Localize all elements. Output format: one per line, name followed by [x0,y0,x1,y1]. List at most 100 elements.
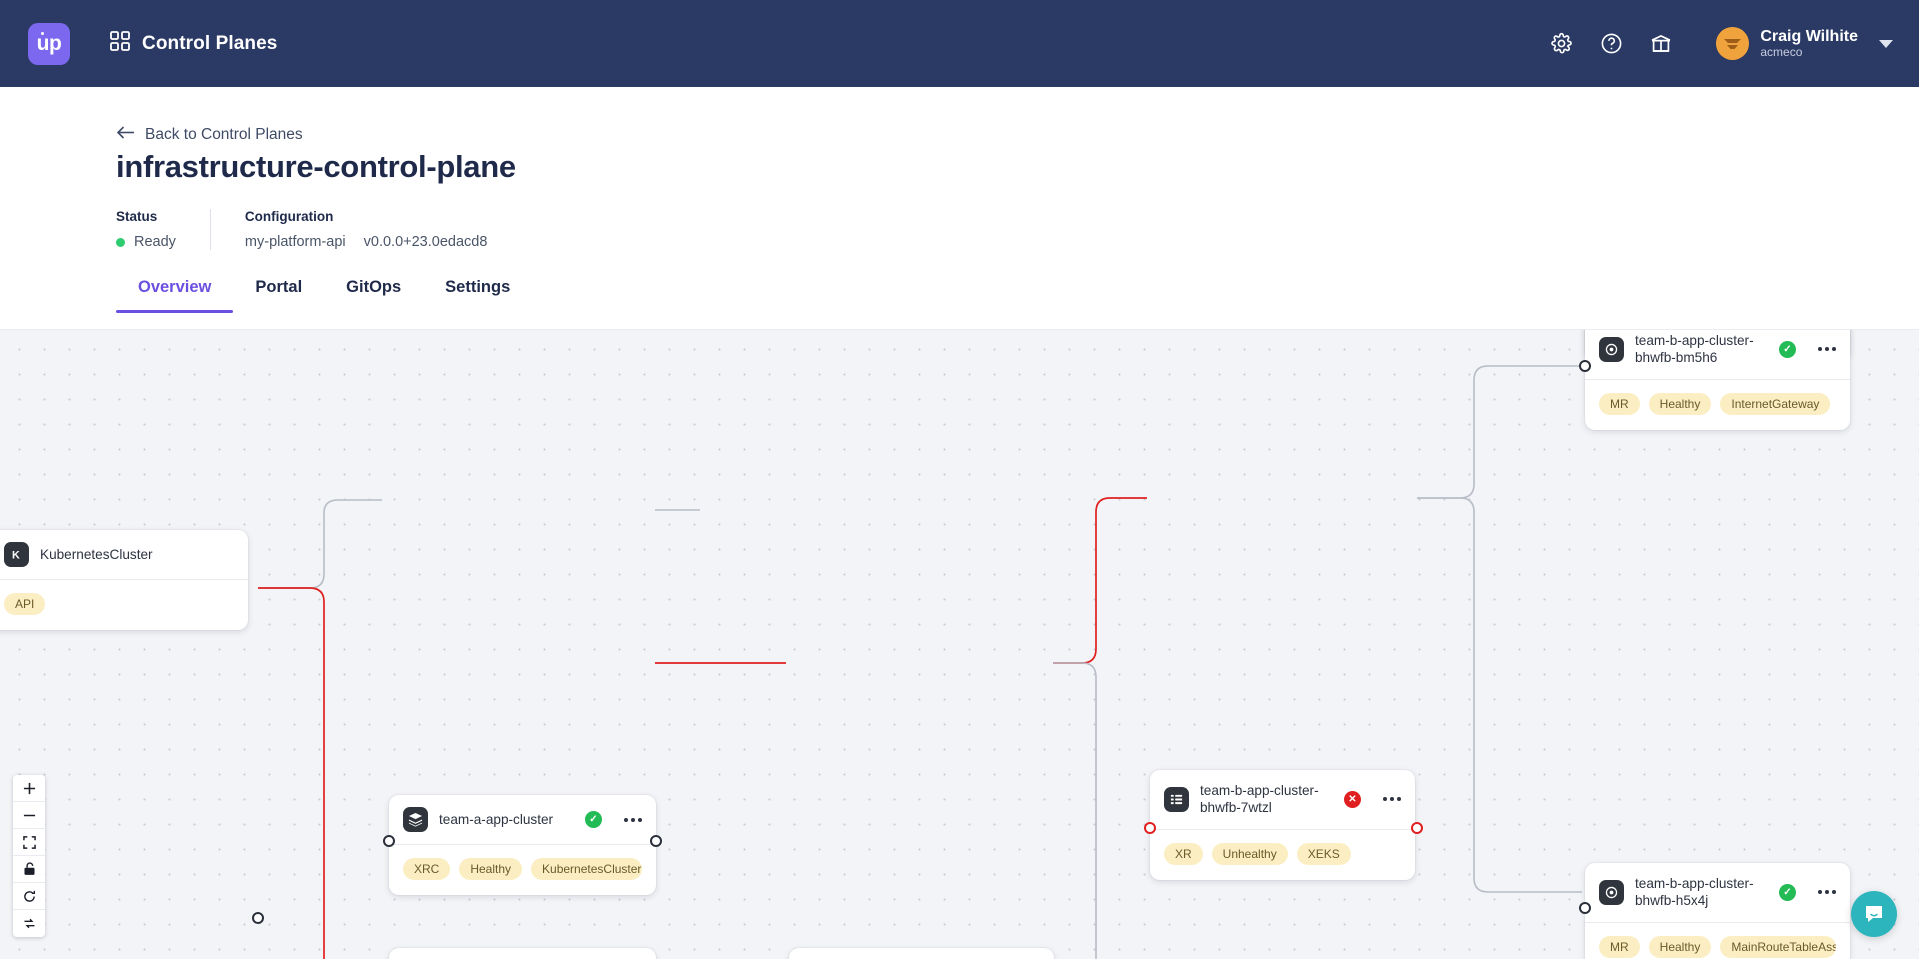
port-h5x4j-in[interactable] [1579,902,1591,914]
graph-node-kubernetescluster[interactable]: K KubernetesCluster API [0,530,248,630]
logo-text: up [36,31,62,55]
node-tag: XRC [403,858,451,880]
status-block: Status Ready [116,209,176,250]
fit-view-button[interactable] [13,829,45,856]
node-title: team-b-app-cluster-bhwfb-h5x4j [1635,876,1754,909]
node-tags: XRC Healthy KubernetesCluster [389,845,656,895]
node-separator [389,844,656,845]
node-tag: Unhealthy [1211,842,1288,865]
gear-icon[interactable] [1548,31,1574,57]
chevron-down-icon[interactable] [1879,39,1893,48]
back-to-control-planes-link[interactable]: Back to Control Planes [116,125,303,145]
node-tags: MR Healthy MainRouteTableAssociation [1585,923,1850,959]
nav-control-planes[interactable]: Control Planes [110,31,277,56]
node-tag: InternetGateway [1720,392,1831,415]
resource-graph-canvas[interactable]: K KubernetesCluster API team-a-app-clust… [0,330,1919,959]
node-tag: MR [1599,392,1640,415]
zoom-out-button[interactable] [13,802,45,829]
page-tabs: Overview Portal GitOps Settings [116,272,532,313]
node-menu-button[interactable] [624,817,642,822]
chat-bubble-icon[interactable] [1851,891,1897,937]
port-7wtzl-in[interactable] [1144,822,1156,834]
graph-node-team-b-app-cluster[interactable]: team-b-app-cluster ✕ XRC Unhealthy Kuber… [389,948,656,959]
node-menu-button[interactable] [1818,347,1836,352]
node-header: team-b-app-cluster-bhwfb-bm5h6 ✓ [1585,330,1850,379]
node-tags: API [0,580,248,630]
status-healthy-icon: ✓ [585,811,602,828]
graph-node-team-b-app-cluster-bhwfb[interactable]: team-b-app-cluster-bhwfb ✕ XR Unhealthy … [789,948,1054,959]
node-title: team-b-app-cluster-bhwfb-7wtzl [1200,783,1319,816]
zoom-in-button[interactable] [13,775,45,802]
status-value: Ready [134,234,176,250]
graph-node-team-b-app-cluster-bhwfb-7wtzl[interactable]: team-b-app-cluster-bhwfb-7wtzl ✕ XR Unhe… [1150,770,1415,880]
target-icon [1599,336,1624,362]
node-header: team-b-app-cluster-bhwfb ✕ [789,948,1054,959]
page-title: infrastructure-control-plane [116,149,516,184]
tab-overview[interactable]: Overview [116,272,234,313]
configuration-block: Configuration my-platform-api v0.0.0+23.… [245,209,487,250]
refresh-button[interactable] [13,910,45,937]
node-header: team-b-app-cluster-bhwfb-7wtzl ✕ [1150,770,1415,829]
arrow-left-icon [116,125,135,145]
svg-text:K: K [12,549,20,561]
port-team-a-in[interactable] [383,835,395,847]
node-menu-button[interactable] [1818,890,1836,895]
back-link-label: Back to Control Planes [145,126,303,143]
node-tag: API [4,593,46,615]
help-icon[interactable] [1598,31,1624,57]
node-title: KubernetesCluster [40,546,153,562]
k-square-icon: K [4,542,29,567]
top-navigation-bar: up Control Planes [0,0,1919,87]
page-meta: Status Ready Configuration my-platform-a… [116,209,487,250]
graph-node-team-a-app-cluster[interactable]: team-a-app-cluster ✓ XRC Healthy Kuberne… [389,795,656,895]
status-badge: Ready [116,234,176,250]
list-square-icon [1164,786,1189,812]
port-team-a-out[interactable] [650,835,662,847]
node-header: K KubernetesCluster [0,530,248,579]
node-tag: MR [1599,935,1640,958]
status-healthy-icon: ✓ [1779,340,1796,358]
user-menu[interactable]: Craig Wilhite acmeco [1716,27,1893,60]
status-label: Status [116,209,158,224]
graph-edges [258,365,1582,959]
node-tag: KubernetesCluster [531,858,642,880]
topbar-actions: Craig Wilhite acmeco [1548,27,1893,60]
node-tag: MainRouteTableAssociation [1720,935,1836,958]
meta-divider [209,209,211,250]
header-bottom-border [0,329,1919,330]
node-tag: Healthy [1648,392,1712,415]
configuration-version: v0.0.0+23.0edacd8 [363,234,488,250]
node-header: team-b-app-cluster ✕ [389,948,656,959]
tab-settings[interactable]: Settings [445,278,511,296]
node-separator [0,579,248,580]
user-org: acmeco [1760,44,1803,59]
node-separator [1585,378,1850,380]
graph-node-team-b-app-cluster-bhwfb-h5x4j[interactable]: team-b-app-cluster-bhwfb-h5x4j ✓ MR Heal… [1585,863,1850,959]
upbound-logo[interactable]: up [28,22,70,65]
node-tag: Healthy [1648,935,1712,958]
port-bm5h6-in[interactable] [1579,360,1591,372]
avatar [1716,27,1750,60]
status-healthy-icon: ✓ [1779,883,1796,901]
port-7wtzl-out[interactable] [1411,822,1423,834]
port-kubernetescluster-out[interactable] [252,912,264,924]
node-menu-button[interactable] [1383,797,1401,802]
node-title: team-a-app-cluster [439,811,554,827]
node-title: team-b-app-cluster-bhwfb-bm5h6 [1635,333,1754,366]
node-header: team-a-app-cluster ✓ [389,795,656,844]
target-icon [1599,879,1624,905]
reload-button[interactable] [13,883,45,910]
node-header: team-b-app-cluster-bhwfb-h5x4j ✓ [1585,863,1850,922]
tab-gitops[interactable]: GitOps [346,278,402,296]
logo-dot [41,31,44,35]
node-tag: XEKS [1296,842,1351,865]
canvas-controls [13,775,45,937]
node-separator [1150,828,1415,830]
lock-button[interactable] [13,856,45,883]
layers-icon [403,807,428,832]
node-tags: XR Unhealthy XEKS [1150,830,1415,880]
marketplace-icon[interactable] [1648,31,1674,57]
tab-portal[interactable]: Portal [255,278,303,296]
configuration-name: my-platform-api [244,234,346,250]
graph-node-team-b-app-cluster-bhwfb-bm5h6[interactable]: team-b-app-cluster-bhwfb-bm5h6 ✓ MR Heal… [1585,330,1850,430]
